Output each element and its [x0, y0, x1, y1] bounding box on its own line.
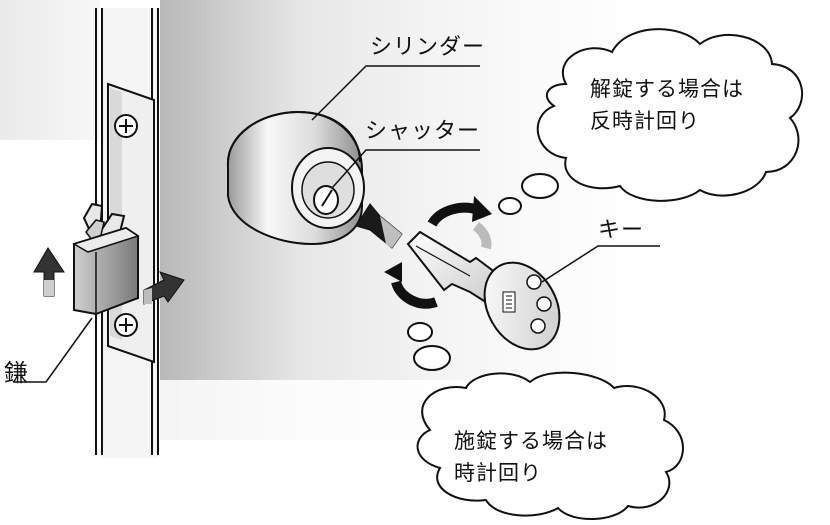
bubble-unlock-line2: 反時計回り: [590, 108, 700, 133]
label-cylinder: シリンダー: [370, 35, 486, 60]
bubble-unlock-text: 解錠する場合は 反時計回り: [590, 74, 744, 137]
bubble-lock-line1: 施錠する場合は: [454, 429, 608, 453]
screw-icon: [114, 313, 138, 337]
key: [406, 230, 561, 351]
cylinder: [226, 110, 365, 246]
hook-bolt: [72, 202, 140, 316]
arrow-up-icon: [33, 247, 65, 297]
label-hook: 鎌: [4, 359, 29, 387]
arrow-insert-icon: [355, 203, 403, 249]
leader-lines: [14, 65, 660, 383]
rotate-arrow-icon: [384, 196, 492, 309]
bubble-unlock-line1: 解錠する場合は: [590, 77, 744, 101]
bubble-lock-line2: 時計回り: [454, 460, 542, 485]
thought-bubble-lock: [407, 322, 684, 520]
screw-icon: [114, 114, 138, 138]
arrow-right-icon: [143, 271, 185, 305]
label-shutter: シャッター: [365, 119, 481, 144]
label-key: キー: [598, 218, 645, 243]
thought-bubble-unlock: [498, 28, 804, 215]
keyhole-shutter: [313, 185, 339, 215]
bubble-lock-text: 施錠する場合は 時計回り: [454, 426, 608, 489]
